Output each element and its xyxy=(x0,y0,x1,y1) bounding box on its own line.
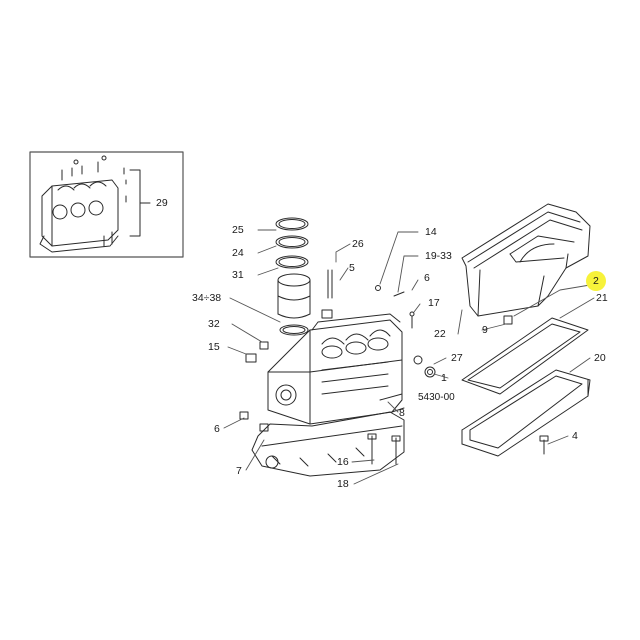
callout-24: 24 xyxy=(232,247,244,259)
reference-code: 5430-00 xyxy=(418,392,455,403)
callout-8: 8 xyxy=(399,407,405,419)
callout-9: 9 xyxy=(482,324,488,336)
callout-29: 29 xyxy=(156,197,168,209)
callout-26: 26 xyxy=(352,238,364,250)
small-parts xyxy=(239,311,549,465)
leader-lines xyxy=(223,229,597,485)
callout-22: 22 xyxy=(434,328,446,340)
callout-27: 27 xyxy=(451,352,463,364)
callout-4: 4 xyxy=(572,430,578,442)
callout-15: 15 xyxy=(208,341,220,353)
callout-19-33: 19-33 xyxy=(425,250,452,262)
callout-1: 1 xyxy=(441,372,447,384)
oil-sump-pan xyxy=(461,203,591,325)
callout-16: 16 xyxy=(337,456,349,468)
callout-20: 20 xyxy=(594,352,606,364)
callout-17: 17 xyxy=(428,297,440,309)
callout-31: 31 xyxy=(232,269,244,281)
oil-pan-gasket xyxy=(461,317,589,395)
callout-2: 2 xyxy=(593,275,599,287)
cylinder-liner-rings xyxy=(275,217,311,336)
highlight-marker xyxy=(586,271,606,291)
engine-block xyxy=(251,269,405,477)
callout-25: 25 xyxy=(232,224,244,236)
oil-pan-spacer xyxy=(461,369,591,457)
callout-6-lower: 6 xyxy=(214,423,220,435)
callout-5: 5 xyxy=(349,262,355,274)
callout-7: 7 xyxy=(236,465,242,477)
callout-32: 32 xyxy=(208,318,220,330)
callout-21: 21 xyxy=(596,292,608,304)
inset-engine-thumbnail xyxy=(29,151,184,258)
callout-14: 14 xyxy=(425,226,437,238)
callout-6-upper: 6 xyxy=(424,272,430,284)
callout-34-38: 34÷38 xyxy=(192,292,222,304)
callout-18: 18 xyxy=(337,478,349,490)
